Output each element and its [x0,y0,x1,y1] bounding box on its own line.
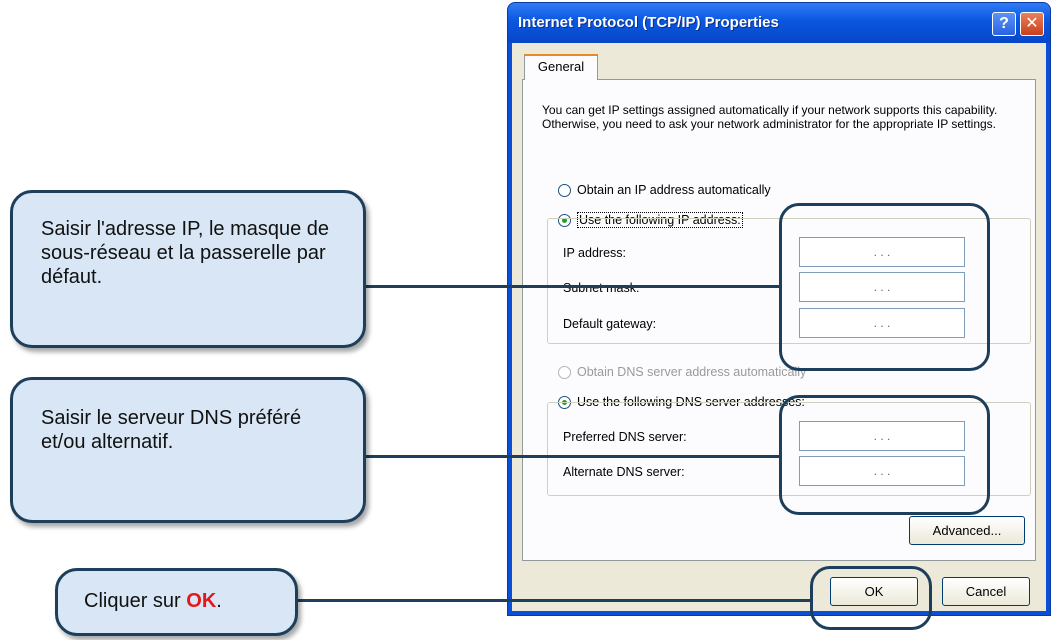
dns-fields-highlight [779,395,990,515]
subnet-mask-label: Subnet mask: [563,281,640,295]
close-icon[interactable]: ✕ [1020,12,1044,36]
ok-connector-line [296,599,810,602]
intro-text: You can get IP settings assigned automat… [542,103,998,131]
default-gateway-label: Default gateway: [563,317,657,331]
callout-dns: Saisir le serveur DNS préféré et/ou alte… [10,377,366,523]
callout-ok-word: OK [186,590,217,612]
radio-obtain-ip-auto[interactable]: Obtain an IP address automatically [558,183,771,197]
advanced-button[interactable]: Advanced... [909,516,1025,545]
tab-general[interactable]: General [524,54,598,80]
window-title: Internet Protocol (TCP/IP) Properties [518,14,779,31]
ip-fields-highlight [779,203,990,371]
default-gateway-input[interactable]: . . . [799,308,965,338]
radio-button[interactable] [558,365,571,379]
ip-address-label: IP address: [563,246,627,260]
title-bar[interactable]: Internet Protocol (TCP/IP) Properties ? … [508,3,1050,43]
callout-ok-suffix: . [216,590,222,612]
callout-ok-prefix: Cliquer sur [84,590,187,612]
ip-connector-line [365,285,779,288]
radio-button[interactable] [558,213,571,227]
preferred-dns-label: Preferred DNS server: [563,430,687,444]
callout-ip-text: Saisir l'adresse IP, le masque de sous-r… [41,218,330,288]
radio-label: Obtain DNS server address automatically [577,365,807,379]
radio-use-following-ip[interactable]: Use the following IP address: [558,212,743,228]
alternate-dns-label: Alternate DNS server: [563,465,685,479]
radio-label: Obtain an IP address automatically [577,183,771,197]
alternate-dns-input[interactable]: . . . [799,456,965,486]
ok-button-highlight [810,566,932,630]
radio-obtain-dns-auto[interactable]: Obtain DNS server address automatically [558,365,806,379]
ok-button[interactable]: OK [830,577,918,606]
help-icon[interactable]: ? [992,12,1016,36]
radio-button[interactable] [558,183,571,197]
radio-label: Use the following IP address: [577,212,743,228]
callout-ok: Cliquer sur OK. [55,568,298,636]
ip-address-input[interactable]: . . . [799,237,965,267]
callout-ok-text: Cliquer sur OK. [84,589,222,613]
callout-dns-text: Saisir le serveur DNS préféré et/ou alte… [41,407,302,453]
callout-ip: Saisir l'adresse IP, le masque de sous-r… [10,190,366,348]
dns-connector-line [365,455,779,458]
subnet-mask-input[interactable]: . . . [799,272,965,302]
preferred-dns-input[interactable]: . . . [799,421,965,451]
cancel-button[interactable]: Cancel [942,577,1030,606]
